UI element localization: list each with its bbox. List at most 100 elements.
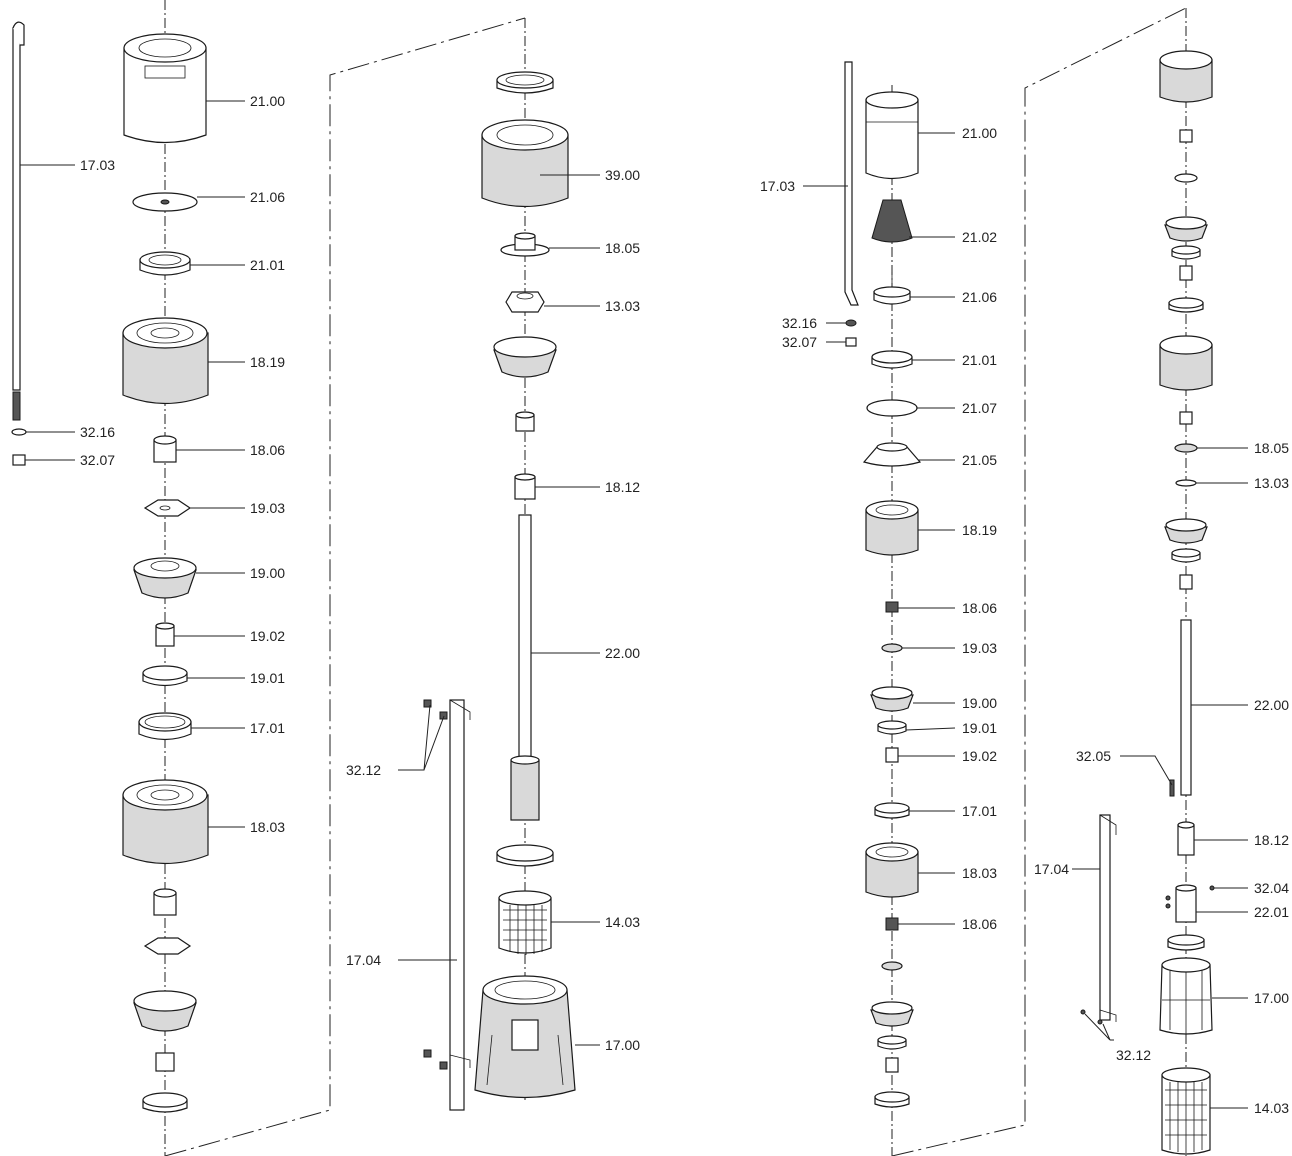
- housing-17-00: [1159, 957, 1213, 1035]
- screws-32-12: [423, 699, 448, 1070]
- rod-17-03: [844, 61, 859, 306]
- part-18-05: [500, 232, 550, 257]
- label-32-16: 32.16: [80, 424, 115, 440]
- label-18-12: 18.12: [1254, 832, 1289, 848]
- key-32-05: [1169, 779, 1175, 797]
- part-ring-top: [496, 71, 554, 94]
- part-22-01: [1175, 884, 1197, 923]
- label-21-01: 21.01: [250, 257, 285, 273]
- label-18-03: 18.03: [962, 865, 997, 881]
- part-21-01: [139, 251, 191, 276]
- label-19-00: 19.00: [250, 565, 285, 581]
- washer-32-16: [845, 319, 857, 327]
- part-17-01: [138, 712, 192, 741]
- label-18-12: 18.12: [605, 479, 640, 495]
- screws-32-12: [1080, 1009, 1103, 1025]
- label-21-06: 21.06: [962, 289, 997, 305]
- label-21-07: 21.07: [962, 400, 997, 416]
- bar-17-04: [449, 699, 471, 1111]
- label-19-02: 19.02: [250, 628, 285, 644]
- ring-lower: [1167, 934, 1205, 951]
- part-17-01: [874, 802, 910, 819]
- label-19-02: 19.02: [962, 748, 997, 764]
- label-14-03: 14.03: [605, 914, 640, 930]
- part-39-00: [481, 119, 569, 208]
- label-21-00: 21.00: [250, 93, 285, 109]
- part-18-05: [1174, 443, 1198, 453]
- part-18-19: [865, 500, 919, 556]
- label-18-06: 18.06: [962, 916, 997, 932]
- label-18-19: 18.19: [250, 354, 285, 370]
- label-39-00: 39.00: [605, 167, 640, 183]
- label-17-03: 17.03: [760, 178, 795, 194]
- part-21-01: [871, 350, 913, 369]
- label-17-00: 17.00: [605, 1037, 640, 1053]
- label-32-07: 32.07: [80, 452, 115, 468]
- label-19-01: 19.01: [250, 670, 285, 686]
- label-17-00: 17.00: [1254, 990, 1289, 1006]
- label-22-01: 22.01: [1254, 904, 1289, 920]
- label-18-03: 18.03: [250, 819, 285, 835]
- label-21-00: 21.00: [962, 125, 997, 141]
- label-17-01: 17.01: [962, 803, 997, 819]
- part-13-03: [1175, 479, 1197, 487]
- part-21-00: [865, 91, 919, 180]
- right-labels: 17.03 21.00 21.02 21.06 32.16 32.07 21.0…: [760, 125, 1289, 1116]
- label-19-00: 19.00: [962, 695, 997, 711]
- part-21-06: [873, 272, 911, 305]
- lower-stage-parts: [1164, 518, 1208, 590]
- label-13-03: 13.03: [1254, 475, 1289, 491]
- shaft-22-00: [510, 514, 540, 821]
- label-32-07: 32.07: [782, 334, 817, 350]
- part-18-12: [1177, 821, 1195, 856]
- nut-32-07: [845, 337, 857, 347]
- ring-lower: [496, 844, 554, 867]
- part-21-02: [871, 199, 913, 243]
- part-19-00: [870, 686, 914, 712]
- upper-stage-parts: [1159, 50, 1213, 425]
- part-21-05: [862, 442, 922, 467]
- label-21-05: 21.05: [962, 452, 997, 468]
- nut-32-07: [12, 454, 26, 466]
- strainer-14-03: [1161, 1067, 1211, 1155]
- label-14-03: 14.03: [1254, 1100, 1289, 1116]
- part-19-00: [133, 557, 197, 599]
- label-17-01: 17.01: [250, 720, 285, 736]
- part-19-03: [881, 643, 903, 653]
- label-18-19: 18.19: [962, 522, 997, 538]
- label-17-03: 17.03: [80, 157, 115, 173]
- part-21-07: [866, 399, 918, 417]
- right-assembly: [803, 7, 1248, 1156]
- washer-32-16: [11, 428, 27, 436]
- housing-17-00: [474, 975, 576, 1099]
- label-21-01: 21.01: [962, 352, 997, 368]
- tie-rod-17-03: [12, 21, 25, 421]
- part-21-06: [132, 192, 198, 212]
- left-assembly: [11, 0, 600, 1156]
- part-19-01: [142, 665, 188, 687]
- label-19-03: 19.03: [250, 500, 285, 516]
- bar-17-04: [1099, 814, 1117, 1022]
- strainer-14-03: [498, 890, 552, 955]
- part-18-12: [514, 473, 536, 500]
- label-18-05: 18.05: [1254, 440, 1289, 456]
- part-19-03: [143, 499, 192, 517]
- sleeve-small: [515, 411, 535, 432]
- part-19-02: [885, 747, 899, 763]
- part-18-06-lower: [885, 917, 899, 931]
- impeller-upper: [493, 336, 557, 378]
- part-18-19: [122, 317, 209, 405]
- part-21-00: [123, 33, 207, 144]
- repeated-stage-parts: [133, 888, 197, 1113]
- label-21-02: 21.02: [962, 229, 997, 245]
- label-17-04: 17.04: [1034, 861, 1069, 877]
- part-18-03: [865, 842, 919, 898]
- label-32-16: 32.16: [782, 315, 817, 331]
- label-18-06: 18.06: [962, 600, 997, 616]
- left-labels: 21.00 17.03 21.06 21.01 18.19 32.16 32.0…: [80, 93, 640, 1053]
- label-18-06: 18.06: [250, 442, 285, 458]
- label-17-04: 17.04: [346, 952, 381, 968]
- label-18-05: 18.05: [605, 240, 640, 256]
- label-32-12: 32.12: [346, 762, 381, 778]
